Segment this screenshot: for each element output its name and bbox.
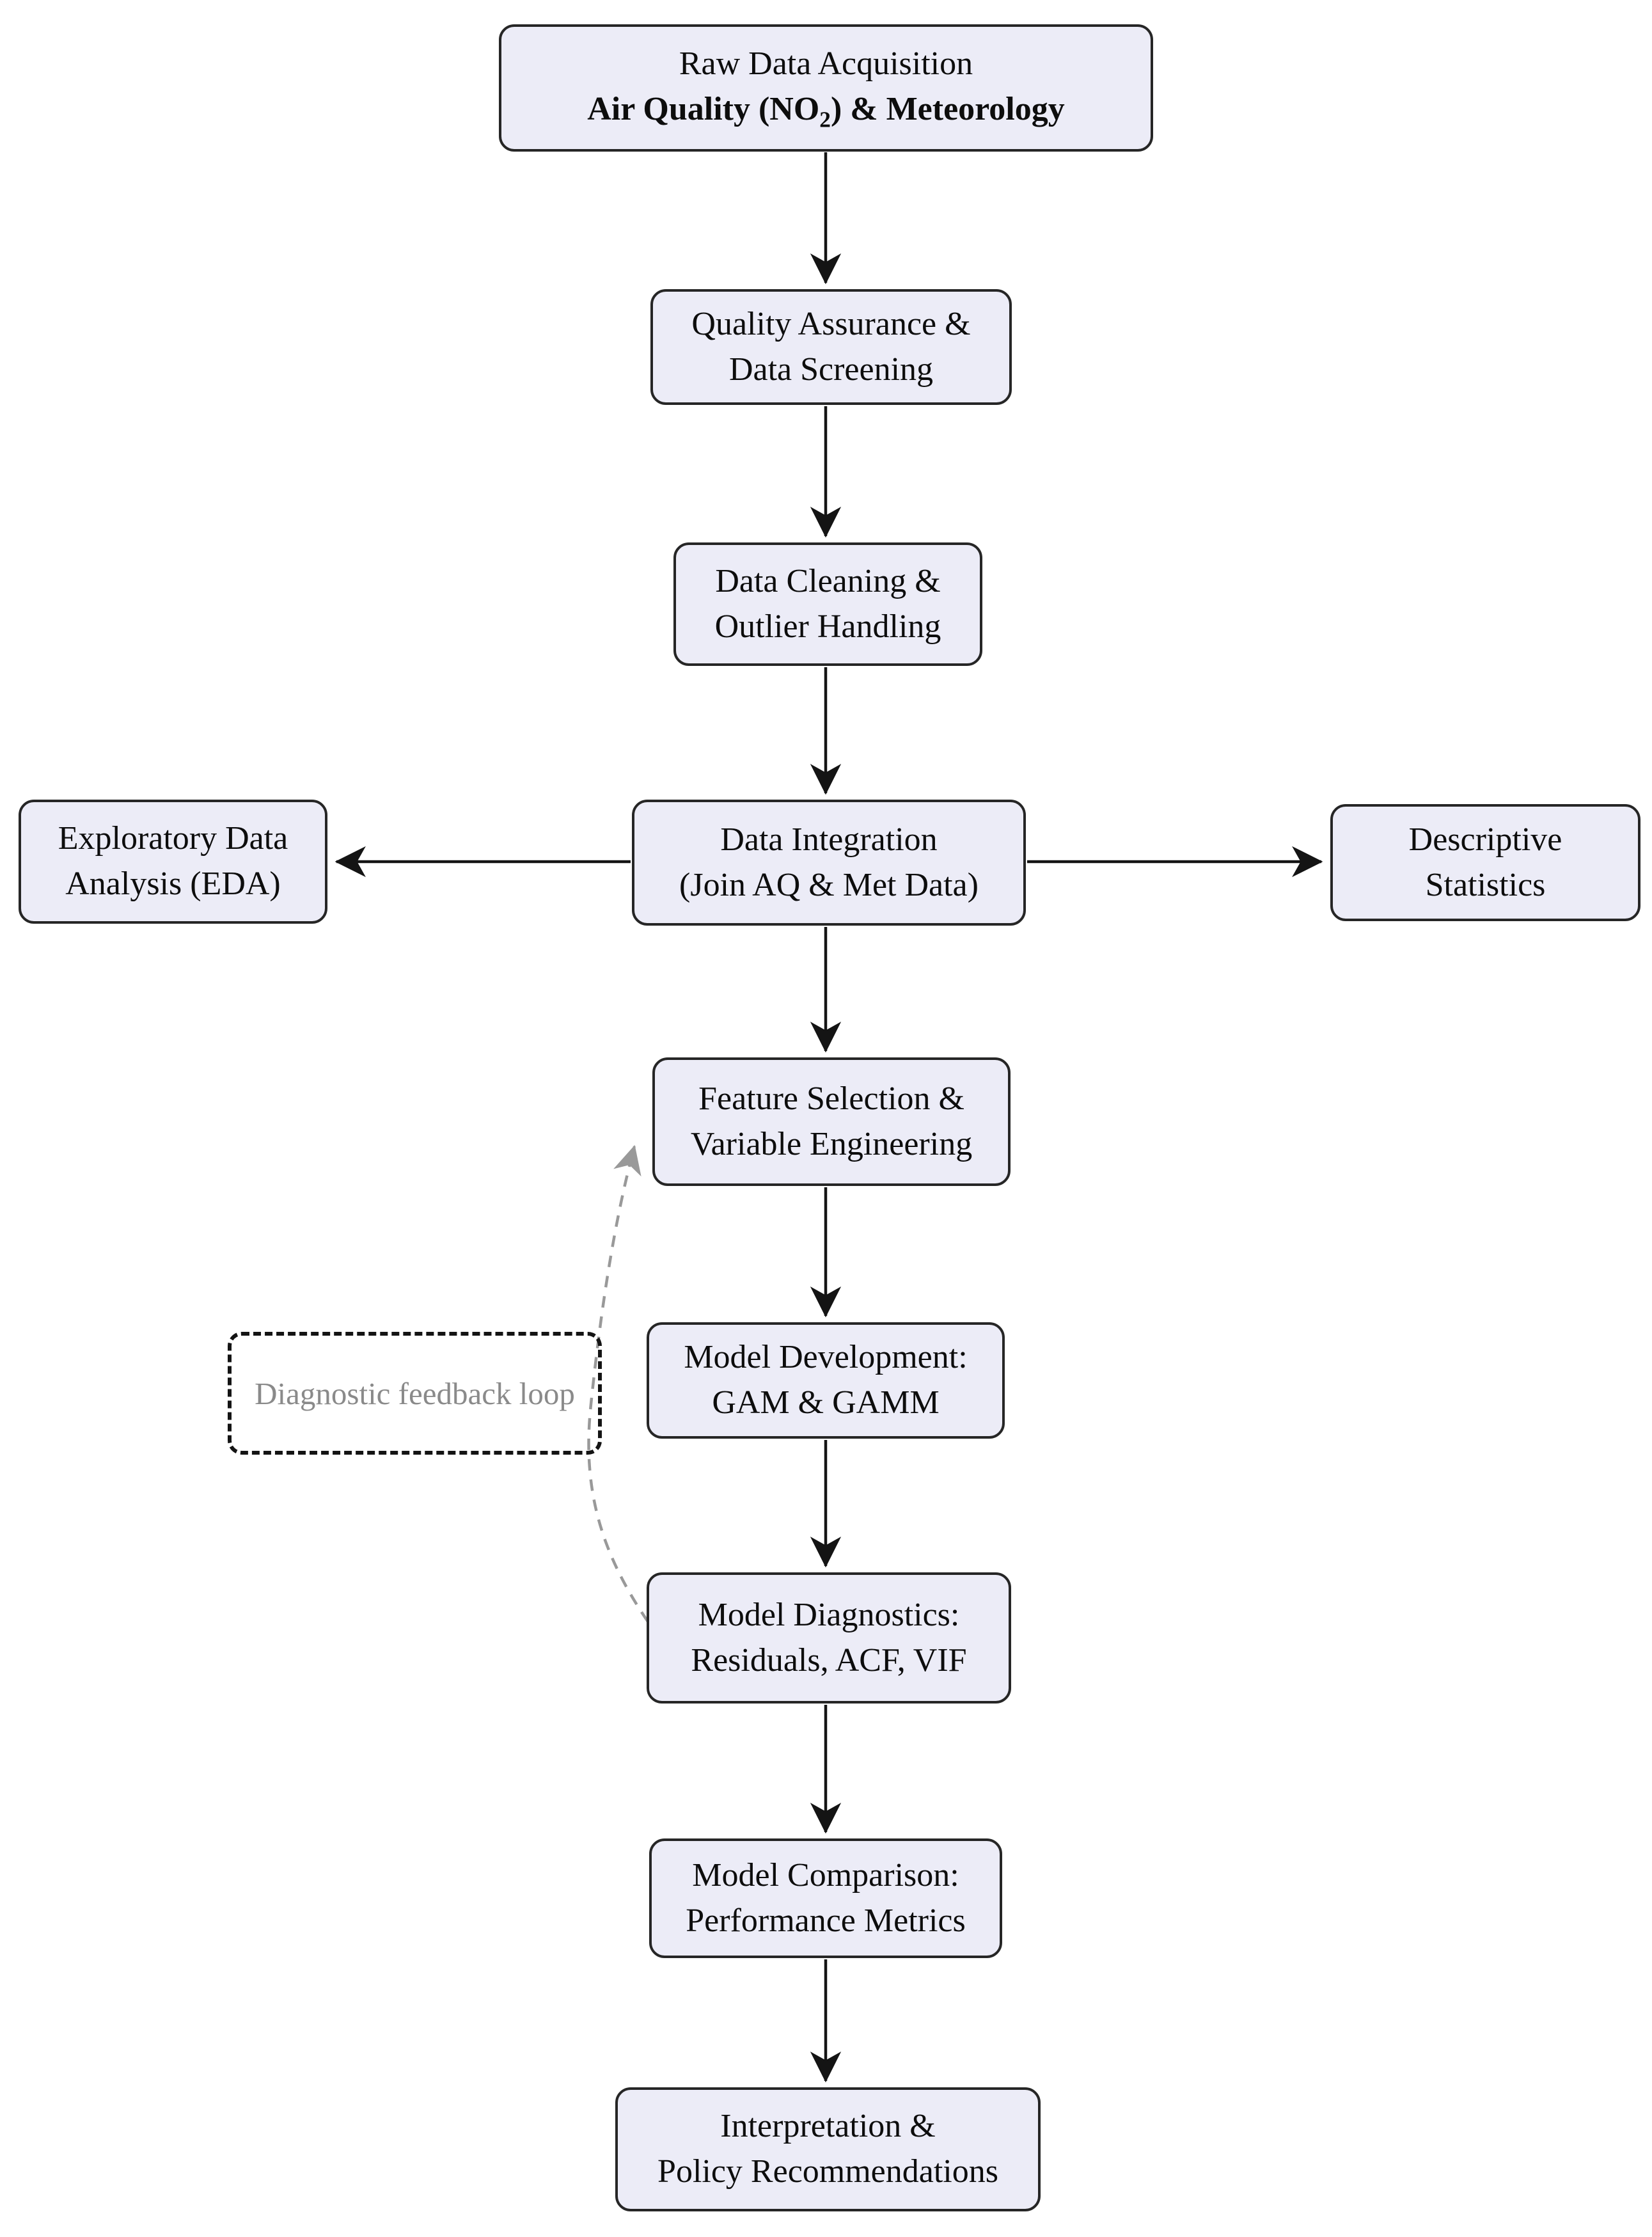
node-interpretation-policy: Interpretation & Policy Recommendations <box>615 2087 1041 2211</box>
node-data-integration: Data Integration (Join AQ & Met Data) <box>632 800 1026 926</box>
node-interpretation-line1: Interpretation & <box>720 2108 936 2145</box>
node-clean-line2: Outlier Handling <box>714 608 941 645</box>
node-data-cleaning: Data Cleaning & Outlier Handling <box>673 542 982 666</box>
node-diagnostics-line2: Residuals, ACF, VIF <box>691 1641 967 1679</box>
node-diagnostics-line1: Model Diagnostics: <box>698 1596 960 1633</box>
node-feature-line1: Feature Selection & <box>698 1080 964 1117</box>
node-raw-line2-subscript: 2 <box>819 106 831 132</box>
node-stats-line1: Descriptive <box>1408 821 1562 858</box>
node-modeldev-line1: Model Development: <box>684 1339 968 1376</box>
node-comparison-line1: Model Comparison: <box>692 1856 959 1893</box>
node-feature-selection: Feature Selection & Variable Engineering <box>652 1057 1011 1186</box>
node-model-comparison: Model Comparison: Performance Metrics <box>649 1838 1002 1958</box>
node-integration-line1: Data Integration <box>720 821 938 858</box>
node-eda-line2: Analysis (EDA) <box>65 866 281 902</box>
node-raw-line1: Raw Data Acquisition <box>679 45 973 82</box>
node-modeldev-line2: GAM & GAMM <box>712 1384 940 1421</box>
node-model-development: Model Development: GAM & GAMM <box>647 1322 1005 1439</box>
arrow-feedback-loop <box>587 1144 649 1623</box>
node-interpretation-line2: Policy Recommendations <box>657 2153 998 2190</box>
node-qa-line2: Data Screening <box>728 351 934 388</box>
node-raw-data-acquisition: Raw Data Acquisition Air Quality (NO2) &… <box>499 24 1153 152</box>
node-raw-line2: Air Quality (NO2) & Meteorology <box>587 87 1065 134</box>
node-exploratory-data-analysis: Exploratory Data Analysis (EDA) <box>19 800 327 924</box>
node-eda-line1: Exploratory Data <box>58 820 288 857</box>
node-model-diagnostics: Model Diagnostics: Residuals, ACF, VIF <box>647 1572 1011 1703</box>
node-integration-line2: (Join AQ & Met Data) <box>679 866 979 903</box>
node-quality-assurance: Quality Assurance & Data Screening <box>650 289 1012 405</box>
node-descriptive-statistics: Descriptive Statistics <box>1330 804 1640 921</box>
node-clean-line1: Data Cleaning & <box>715 562 941 599</box>
node-qa-line1: Quality Assurance & <box>691 305 971 342</box>
node-raw-line2-post: ) & Meteorology <box>830 90 1065 127</box>
node-comparison-line2: Performance Metrics <box>686 1902 966 1939</box>
feedback-loop-label-box: Diagnostic feedback loop <box>228 1332 602 1455</box>
node-stats-line2: Statistics <box>1425 866 1546 903</box>
node-raw-line2-pre: Air Quality (NO <box>587 90 820 127</box>
feedback-loop-label: Diagnostic feedback loop <box>255 1375 575 1411</box>
node-feature-line2: Variable Engineering <box>690 1125 973 1162</box>
